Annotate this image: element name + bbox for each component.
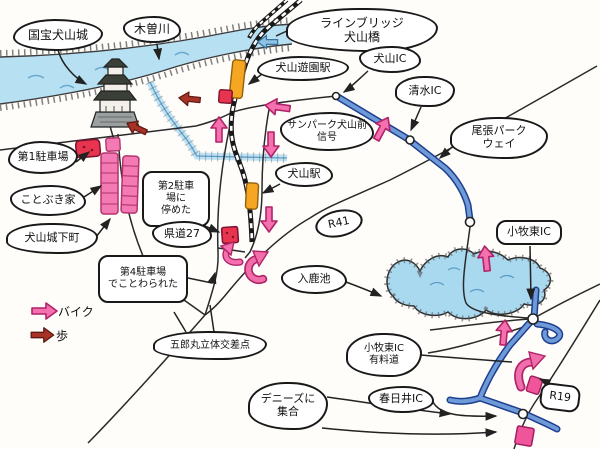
bubble-inuyama-station: 犬山駅 bbox=[275, 162, 333, 187]
legend-walk-arrow-icon bbox=[30, 327, 55, 343]
legend-bike-arrow-icon bbox=[31, 302, 58, 320]
inuyama-yuen-station-platform bbox=[228, 59, 247, 100]
bubble-kotobukiya: ことぶき家 bbox=[10, 185, 86, 216]
bubble-komaki-higashi-toll: 小牧東IC 有料道 bbox=[346, 333, 422, 377]
iruka-pond-water bbox=[384, 246, 554, 322]
walk-arrow-left-icon bbox=[177, 90, 202, 108]
castle-illustration bbox=[90, 58, 140, 128]
bubble-inuyama-castle: 国宝犬山城 bbox=[13, 19, 103, 51]
bubble-iruka-pond: 入鹿池 bbox=[281, 265, 347, 294]
highway-owari-parkway bbox=[336, 93, 474, 221]
parking1-lot bbox=[74, 138, 102, 159]
bubble-dennys-meeting: デニーズに 集合 bbox=[248, 382, 328, 430]
bubble-inuyama-ic: 犬山IC bbox=[359, 46, 421, 73]
pink-building-dennys bbox=[514, 425, 535, 447]
bubble-parking1: 第1駐車場 bbox=[8, 141, 78, 174]
bubble-owari-parkway: 尾張パーク ウェイ bbox=[450, 117, 548, 159]
bubble-komaki-higashi-ic: 小牧東IC bbox=[496, 220, 562, 245]
stream bbox=[145, 79, 288, 163]
bike-uturn-arrow-icon bbox=[244, 250, 270, 285]
highway-bottom-right bbox=[446, 286, 564, 433]
bubble-parking2-note: 第2駐車 場に 停めた bbox=[142, 171, 210, 227]
parking-strip-small bbox=[105, 137, 121, 152]
inuyama-station-platform bbox=[244, 182, 260, 210]
legend-bike-label: バイク bbox=[58, 305, 94, 319]
bubble-kiso-river: 木曽川 bbox=[123, 16, 181, 43]
bubble-goromaru-crossing: 五郎丸立体交差点 bbox=[153, 331, 267, 360]
junction-nodes bbox=[331, 91, 539, 420]
legend-walk-label: 歩 bbox=[56, 329, 69, 343]
bike-hook-arrow-icon bbox=[219, 240, 244, 266]
red-building-parking2 bbox=[220, 225, 240, 245]
bubble-kasugai-ic: 春日井IC bbox=[368, 386, 434, 413]
pointer-lines bbox=[57, 29, 559, 438]
bubble-route27: 県道27 bbox=[152, 221, 212, 248]
bike-arrow-down2-icon bbox=[260, 206, 278, 233]
bubble-sunpark-signal: サンパーク犬山前 信号 bbox=[280, 112, 374, 151]
red-building-yuen bbox=[217, 89, 233, 105]
bubble-parking4-note: 第4駐車場 でことわられた bbox=[98, 255, 188, 303]
bubble-shimizu-ic: 清水IC bbox=[395, 76, 455, 107]
bubble-inuyama-yuen-station: 犬山遊園駅 bbox=[257, 56, 349, 81]
parking-strip-west bbox=[100, 152, 119, 215]
road-sign-r19: R19 bbox=[538, 381, 582, 414]
bubble-line-bridge: ラインブリッジ 犬山橋 bbox=[286, 8, 438, 52]
parking-strip-east bbox=[120, 155, 140, 214]
bike-curve-arrow-icon bbox=[514, 351, 547, 392]
bubble-castle-town: 犬山城下町 bbox=[6, 223, 98, 254]
